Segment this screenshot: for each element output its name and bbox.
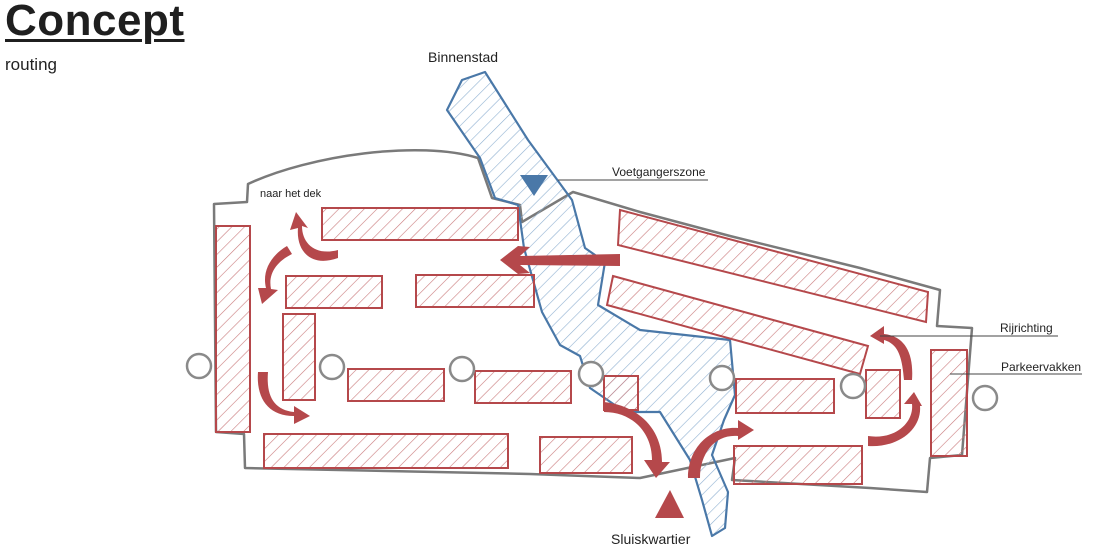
- page-title: Concept: [5, 0, 185, 45]
- parking-bay: [285, 275, 383, 309]
- leader-lines: [558, 179, 1082, 375]
- parking-bay: [605, 274, 870, 376]
- page-subtitle: routing: [5, 55, 57, 74]
- label-rijrichting: Rijrichting: [1000, 321, 1053, 335]
- parking-bay: [539, 436, 633, 474]
- parking-bay: [321, 207, 519, 241]
- parking-bay: [616, 208, 930, 324]
- binnenstad-entry-marker: [520, 175, 548, 196]
- parking-bay: [733, 445, 863, 485]
- parking-bay: [347, 368, 445, 402]
- label-naar-het-dek: naar het dek: [260, 188, 322, 200]
- access-point: [839, 372, 867, 400]
- parking-bay: [603, 375, 639, 411]
- label-voetgangerszone: Voetgangerszone: [612, 165, 706, 179]
- parking-bay: [474, 370, 572, 404]
- label-parkeervakken: Parkeervakken: [1001, 360, 1081, 374]
- parking-bay: [735, 378, 835, 414]
- access-points: [185, 352, 999, 412]
- parking-bay: [263, 433, 509, 469]
- parking-bay: [930, 349, 968, 457]
- parking-bay: [282, 313, 316, 401]
- arrow-curve: [870, 326, 913, 380]
- arrow-to-deck: [290, 212, 338, 261]
- parking-bay: [865, 369, 901, 419]
- parking-bay: [415, 274, 535, 308]
- arrow-west: [500, 246, 620, 274]
- arrow-curve: [258, 246, 292, 304]
- access-point: [448, 355, 476, 383]
- access-point: [971, 384, 999, 412]
- arrow-curve: [868, 392, 922, 447]
- parking-bays: [215, 207, 968, 485]
- access-point: [577, 360, 605, 388]
- access-point: [185, 352, 213, 380]
- parking-bay: [215, 225, 251, 433]
- label-binnenstad: Binnenstad: [428, 49, 498, 65]
- access-point: [708, 364, 736, 392]
- access-point: [318, 353, 346, 381]
- label-sluiskwartier: Sluiskwartier: [611, 531, 691, 547]
- arrow-curve: [257, 372, 310, 424]
- driving-direction-arrows: [257, 212, 922, 518]
- arrow-curve: [688, 420, 754, 478]
- arrow-curve: [604, 402, 670, 478]
- sluiskwartier-entry-marker: [655, 490, 684, 518]
